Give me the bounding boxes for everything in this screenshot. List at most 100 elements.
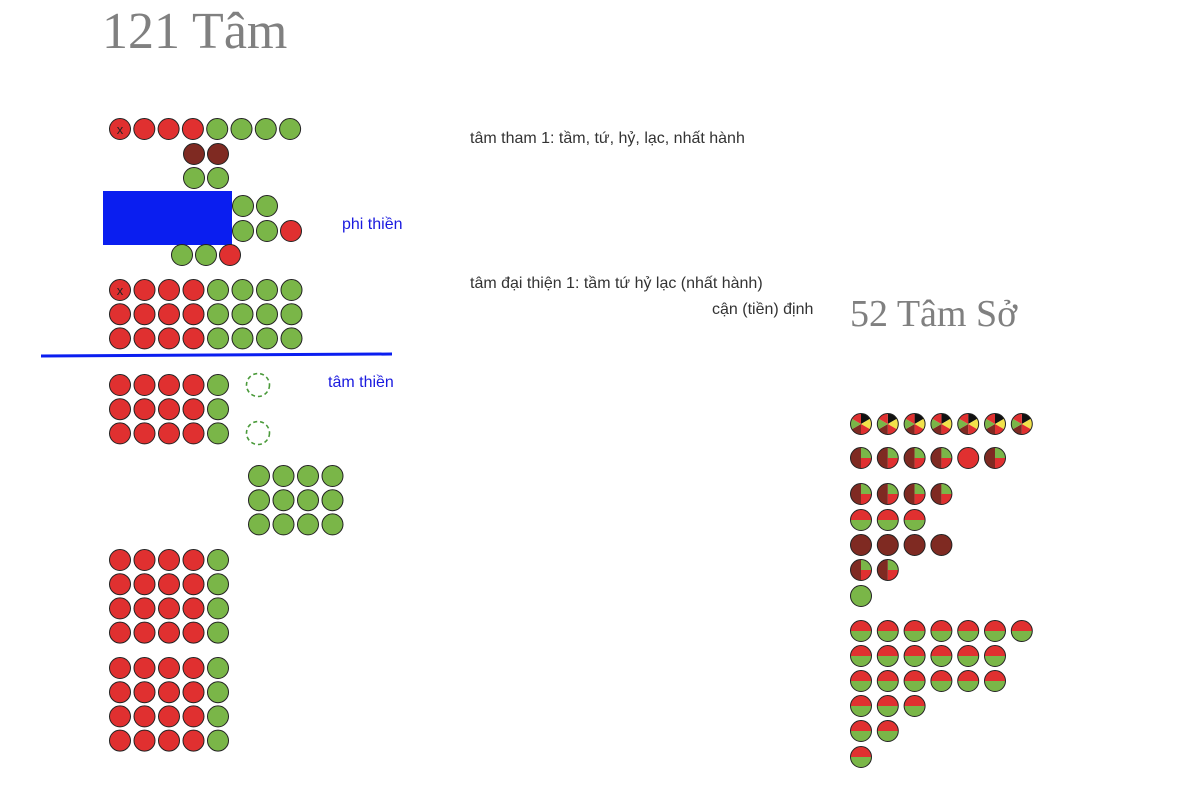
citta-dot xyxy=(207,705,229,728)
empty-dashed-dot xyxy=(245,420,271,446)
cetasika-dot xyxy=(984,620,1006,642)
cetasika-dot xyxy=(876,620,899,642)
citta-dot xyxy=(272,465,295,487)
cetasika-dot xyxy=(930,534,953,556)
citta-dot xyxy=(182,657,205,679)
citta-dot xyxy=(133,374,156,396)
cetasika-dot xyxy=(850,483,872,505)
citta-dot xyxy=(109,657,131,679)
citta-dot xyxy=(182,279,205,301)
citta-dot xyxy=(109,422,131,445)
label-phi-thien: phi thiền xyxy=(342,216,403,233)
citta-dot xyxy=(182,681,205,704)
citta-dot xyxy=(182,374,205,396)
citta-dot xyxy=(297,513,319,536)
cetasika-dot xyxy=(903,447,926,469)
citta-dot xyxy=(207,573,229,596)
cetasika-dot xyxy=(930,447,953,469)
citta-dot xyxy=(248,513,270,536)
citta-dot xyxy=(133,327,156,350)
cetasika-dot xyxy=(903,670,926,692)
citta-dot xyxy=(109,279,131,301)
citta-dot xyxy=(158,549,180,571)
note-can-dinh: cận (tiền) định xyxy=(712,301,814,318)
citta-dot xyxy=(182,597,205,620)
citta-dot xyxy=(256,220,278,242)
cetasika-dot xyxy=(876,447,899,469)
cetasika-dot xyxy=(984,670,1006,692)
citta-dot xyxy=(133,657,156,679)
citta-dot xyxy=(207,729,229,752)
citta-dot xyxy=(158,573,180,596)
cetasika-dot xyxy=(876,645,899,667)
citta-dot xyxy=(158,729,180,752)
cetasika-dot xyxy=(930,483,953,505)
label-tam-thien: tâm thiền xyxy=(328,374,394,391)
cetasika-dot xyxy=(876,534,899,556)
citta-dot xyxy=(248,465,270,487)
citta-dot xyxy=(230,118,253,140)
cetasika-dot xyxy=(850,720,872,742)
title-52-tam-so: 52 Tâm Sở xyxy=(850,293,1018,335)
citta-dot xyxy=(207,681,229,704)
citta-dot xyxy=(280,327,303,350)
citta-dot xyxy=(195,244,217,266)
citta-dot xyxy=(232,195,254,217)
citta-dot xyxy=(272,489,295,512)
title-121-tam: 121 Tâm xyxy=(102,3,288,60)
citta-dot xyxy=(297,465,319,487)
cetasika-dot xyxy=(984,645,1006,667)
cetasika-dot xyxy=(850,585,872,607)
citta-dot xyxy=(109,303,131,326)
citta-dot xyxy=(109,374,131,396)
citta-dot xyxy=(207,167,229,189)
citta-dot xyxy=(109,549,131,571)
cetasika-dot xyxy=(850,534,872,556)
citta-dot xyxy=(182,705,205,728)
citta-dot xyxy=(158,705,180,728)
citta-dot xyxy=(183,167,205,189)
citta-121-group xyxy=(109,118,344,752)
citta-dot xyxy=(321,489,344,512)
cetasika-dot xyxy=(957,447,980,469)
citta-dot xyxy=(182,549,205,571)
citta-dot xyxy=(272,513,295,536)
citta-dot xyxy=(256,303,278,326)
cetasika-dot xyxy=(850,413,872,435)
cetasika-dot xyxy=(903,645,926,667)
citta-dot xyxy=(207,327,229,350)
cetasika-dot xyxy=(876,483,899,505)
citta-dot xyxy=(109,597,131,620)
citta-dot xyxy=(280,220,302,242)
cetasika-dot xyxy=(850,447,872,469)
tam-thien-divider xyxy=(40,352,393,358)
citta-dot xyxy=(109,705,131,728)
citta-dot xyxy=(182,621,205,644)
citta-dot xyxy=(207,657,229,679)
citta-dot xyxy=(256,195,278,217)
cetasika-dot xyxy=(957,620,980,642)
cetasika-dot xyxy=(930,413,953,435)
citta-dot xyxy=(182,303,205,326)
cetasika-dot xyxy=(850,645,872,667)
citta-dot xyxy=(109,729,131,752)
citta-dot xyxy=(182,729,205,752)
citta-dot xyxy=(231,303,254,326)
citta-dot xyxy=(207,597,229,620)
citta-dot xyxy=(158,422,180,445)
citta-dot xyxy=(280,279,303,301)
citta-dot xyxy=(158,327,180,350)
citta-dot xyxy=(133,398,156,421)
citta-dot xyxy=(207,549,229,571)
citta-dot xyxy=(158,597,180,620)
citta-dot xyxy=(207,279,229,301)
citta-dot xyxy=(158,398,180,421)
cetasika-dot xyxy=(984,413,1006,435)
citta-dot xyxy=(181,118,204,140)
citta-dot xyxy=(133,549,156,571)
citta-dot xyxy=(133,621,156,644)
citta-dot xyxy=(171,244,193,266)
citta-dot xyxy=(133,729,156,752)
citta-dot xyxy=(256,279,278,301)
cetasika-dot xyxy=(930,670,953,692)
